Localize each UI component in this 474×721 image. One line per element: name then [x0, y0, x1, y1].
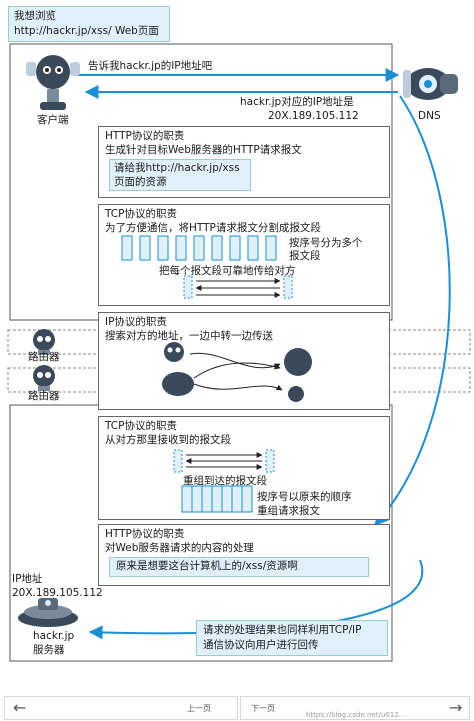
- http-request-block: HTTP协议的职责 生成针对目标Web服务器的HTTP请求报文 请给我http:…: [98, 126, 390, 198]
- next-page-label: 下一页: [251, 704, 275, 713]
- router-robot-icon-1: [33, 329, 55, 355]
- tcp-receive-order-line-2: 重组请求报文: [257, 505, 320, 517]
- http-request-desc: 生成针对目标Web服务器的HTTP请求报文: [105, 144, 302, 156]
- tcp-send-seq-line-2: 报文段: [289, 250, 321, 262]
- transfer-arc: [374, 95, 451, 527]
- tcp-send-reliable: 把每个报文段可靠地传给对方: [159, 265, 296, 277]
- watermark: https://blog.csdn.net/u012...: [306, 711, 406, 719]
- http-response-note: 原来是想要这台计算机上的/xss/资源啊: [109, 557, 369, 577]
- router-robot-icon-2: [33, 365, 55, 391]
- tcp-send-title: TCP协议的职责: [105, 208, 177, 220]
- dns-server-icon: [403, 68, 458, 100]
- dns-request-text: 告诉我hackr.jp的IP地址吧: [88, 60, 213, 72]
- next-page-button[interactable]: 下一页 →: [240, 696, 470, 720]
- client-request-bubble: 我想浏览 http://hackr.jp/xss/ Web页面: [8, 6, 170, 42]
- server-ip-label: IP地址: [12, 573, 43, 585]
- tcp-send-seq-line-1: 按序号分为多个: [289, 237, 363, 249]
- server-ip-value: 20X.189.105.112: [12, 587, 103, 599]
- ip-relay-graphic: [162, 342, 312, 402]
- return-arc: [88, 559, 424, 640]
- client-robot-icon: [26, 55, 80, 110]
- bubble-line-1: 我想浏览: [14, 10, 56, 22]
- client-label: 客户端: [37, 114, 69, 126]
- server-name-line-2: 服务器: [33, 644, 65, 656]
- dns-label: DNS: [418, 110, 441, 122]
- prev-page-button[interactable]: ← 上一页: [4, 696, 238, 720]
- tcp-receive-reassembled: 重组到达的报文段: [183, 475, 267, 487]
- http-response-block: HTTP协议的职责 对Web服务器请求的内容的处理 原来是想要这台计算机上的/x…: [98, 524, 390, 586]
- dns-reply-line-1: hackr.jp对应的IP地址是: [240, 96, 354, 108]
- server-name-line-1: hackr.jp: [33, 630, 75, 642]
- dns-reply-line-2: 20X.189.105.112: [268, 110, 359, 122]
- http-request-note: 请给我http://hackr.jp/xss 页面的资源: [109, 159, 251, 191]
- ip-title: IP协议的职责: [105, 316, 167, 328]
- bubble-line-2: http://hackr.jp/xss/ Web页面: [14, 25, 159, 37]
- reply-note-line-1: 请求的处理结果也同样利用TCP/IP: [203, 624, 362, 636]
- prev-arrow-icon: ←: [13, 698, 27, 717]
- prev-page-label: 上一页: [187, 704, 211, 713]
- tcp-receive-desc: 从对方那里接收到的报文段: [105, 434, 231, 446]
- http-request-note-line-1: 请给我http://hackr.jp/xss: [114, 162, 240, 174]
- ip-desc: 搜索对方的地址，一边中转一边传送: [105, 330, 273, 342]
- tcp-send-segments: [121, 235, 293, 299]
- tcp-receive-segments: [173, 449, 275, 513]
- http-response-desc: 对Web服务器请求的内容的处理: [105, 542, 254, 554]
- tcp-receive-order-line-1: 按序号以原来的顺序: [257, 491, 352, 503]
- next-arrow-icon: →: [449, 698, 463, 717]
- reply-note-line-2: 通信协议向用户进行回传: [203, 639, 319, 651]
- reply-note: 请求的处理结果也同样利用TCP/IP 通信协议向用户进行回传: [196, 620, 388, 656]
- router-label-1: 路由器: [28, 351, 60, 363]
- tcp-receive-title: TCP协议的职责: [105, 420, 177, 432]
- http-request-note-line-2: 页面的资源: [114, 176, 167, 188]
- http-response-note-text: 原来是想要这台计算机上的/xss/资源啊: [116, 560, 298, 572]
- relay-node-icon: [162, 342, 312, 402]
- http-request-title: HTTP协议的职责: [105, 130, 185, 142]
- router-label-2: 路由器: [28, 390, 60, 402]
- tcp-send-desc: 为了方便通信，将HTTP请求报文分割成报文段: [105, 222, 321, 234]
- ip-block: IP协议的职责 搜索对方的地址，一边中转一边传送: [98, 312, 390, 410]
- http-response-title: HTTP协议的职责: [105, 528, 185, 540]
- server-icon: [18, 598, 78, 627]
